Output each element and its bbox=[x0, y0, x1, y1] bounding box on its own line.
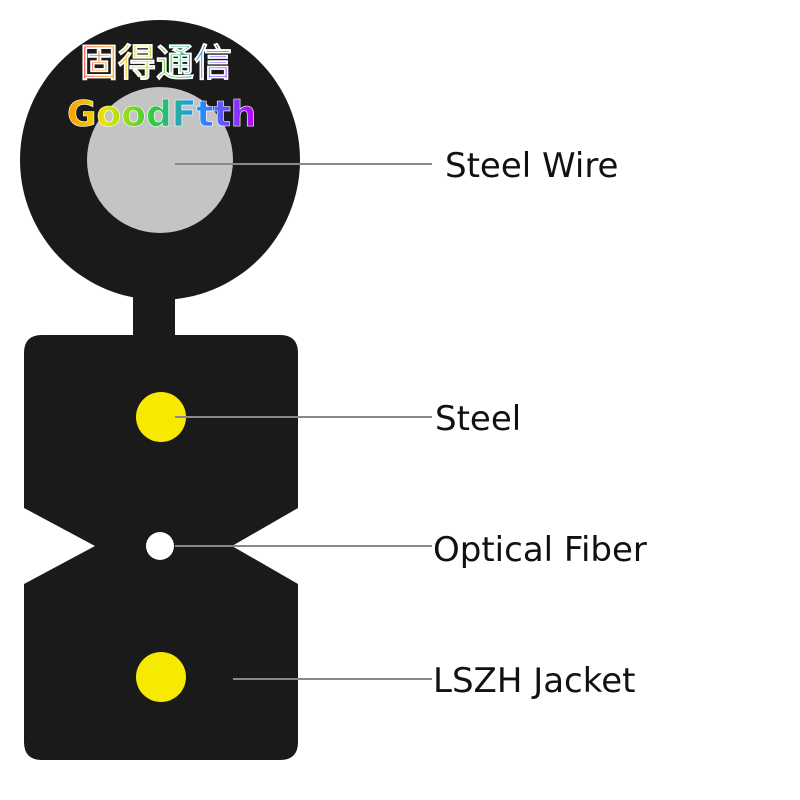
jacket-neck bbox=[133, 288, 175, 340]
leader-lines bbox=[175, 163, 432, 680]
steel-member-bottom bbox=[136, 652, 186, 702]
optical-fiber-core bbox=[146, 532, 174, 560]
logo-brand-text: GoodFtth bbox=[67, 94, 256, 135]
brand-logo: 固得通信 GoodFtth bbox=[67, 41, 257, 136]
label-steel-wire: Steel Wire bbox=[445, 146, 618, 186]
steel-member-top bbox=[136, 392, 186, 442]
label-steel: Steel bbox=[435, 399, 521, 439]
steel-wire-core bbox=[87, 87, 233, 233]
logo-chinese-text: 固得通信 bbox=[80, 41, 232, 85]
label-optical-fiber: Optical Fiber bbox=[433, 530, 647, 570]
label-lszh-jacket: LSZH Jacket bbox=[433, 661, 635, 701]
